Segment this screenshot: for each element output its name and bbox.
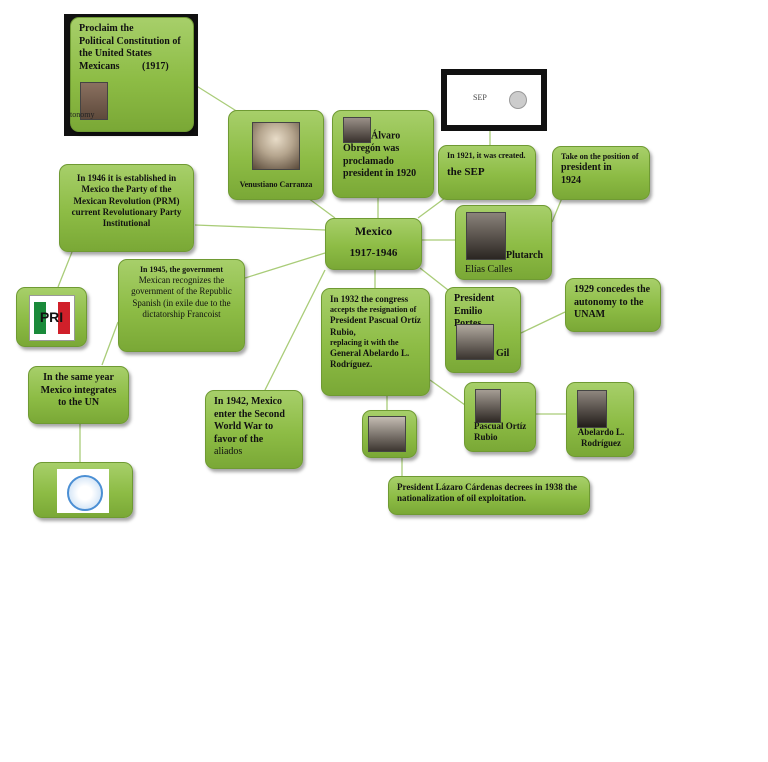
pri-node[interactable]: PRI <box>16 287 87 347</box>
calles-name1: Plutarch <box>506 250 544 261</box>
prm-node[interactable]: In 1946 it is established in Mexico the … <box>59 164 194 252</box>
pri-green-band <box>33 302 46 334</box>
un-globe-icon <box>67 475 103 511</box>
center-years: 1917-1946 <box>349 247 398 259</box>
carranza-portrait <box>252 122 300 170</box>
ortiz-node[interactable]: Pascual Ortíz Rubio <box>464 382 536 452</box>
constitution-year: (1917) <box>142 60 169 72</box>
rubio-line1: In 1932 the congress <box>330 294 409 304</box>
calles-portrait <box>466 212 506 260</box>
prm-text: In 1946 it is established in Mexico the … <box>71 173 182 228</box>
cardenas-photo-node[interactable] <box>362 410 417 458</box>
pri-red-band <box>57 302 70 334</box>
calles-node[interactable]: Plutarch Elías Calles <box>455 205 552 280</box>
portes-portrait <box>456 324 494 360</box>
position-line3: 1924 <box>561 174 581 186</box>
position-line1: Take on the position of <box>561 152 639 161</box>
sep-seal-icon <box>509 91 527 109</box>
cardenas-portrait <box>368 416 406 452</box>
constitution-line2: Political Constitution of <box>79 35 181 47</box>
rubio-line3: President Pascual Ortíz Rubio, <box>330 315 421 337</box>
spain-node[interactable]: In 1945, the government Mexican recogniz… <box>118 259 245 352</box>
un-text: In the same year Mexico integrates to th… <box>40 372 117 408</box>
obregon-portrait <box>343 117 371 143</box>
rubio-line5: General Abelardo L. Rodríguez. <box>330 347 410 369</box>
center-title: Mexico <box>354 224 393 238</box>
abelardo-node[interactable]: Abelardo L. Rodríguez <box>566 382 634 457</box>
abelardo-portrait <box>577 390 607 428</box>
ww2-line2: aliados <box>214 446 243 457</box>
ortiz-name: Pascual Ortíz Rubio <box>474 421 527 443</box>
portes-node[interactable]: President Emilio Portes Gil <box>445 287 521 373</box>
abelardo-name: Abelardo L. Rodríguez <box>577 427 625 449</box>
spain-line1: In 1945, the government <box>139 265 224 274</box>
constitution-line4: Mexicans (1917) <box>79 60 169 72</box>
constitution-line3: the United States <box>79 48 152 59</box>
spain-line2: Mexican recognizes the government of the… <box>131 275 232 319</box>
un-logo-node[interactable] <box>33 462 133 518</box>
portes-line3: Gil <box>496 348 510 359</box>
position-1924-node[interactable]: Take on the position of president in 192… <box>552 146 650 200</box>
obregon-first: Álvaro <box>371 130 401 142</box>
constitution-book-image <box>80 82 108 120</box>
un-logo <box>57 469 109 513</box>
calles-name2: Elías Calles <box>465 264 513 275</box>
sep-line2: the SEP <box>447 166 485 178</box>
ww2-line1: In 1942, Mexico enter the Second World W… <box>214 396 285 445</box>
constitution-line1: Proclaim the <box>79 23 134 34</box>
constitution-overlay-text: tonomy <box>70 110 95 119</box>
rubio-line4: replacing it with the <box>330 337 399 347</box>
un-node[interactable]: In the same year Mexico integrates to th… <box>28 366 129 424</box>
obregon-text: Obregón was proclamado president in 1920 <box>343 143 417 179</box>
unam-node[interactable]: 1929 concedes the autonomy to the UNAM <box>565 278 661 332</box>
sep-logo-box: SEP <box>447 75 541 125</box>
carranza-label: Venustiano Carranza <box>239 180 313 189</box>
pri-letters: PRI <box>39 309 64 325</box>
ortiz-portrait <box>475 389 501 423</box>
pri-logo: PRI <box>28 295 75 341</box>
sep-node[interactable]: In 1921, it was created. the SEP <box>438 145 536 200</box>
rubio-line2: accepts the resignation of <box>330 305 417 315</box>
unam-text: 1929 concedes the autonomy to the UNAM <box>574 284 651 320</box>
sep-logo-text: SEP <box>473 93 487 102</box>
portes-line1: President <box>454 293 495 304</box>
carranza-node[interactable]: Venustiano Carranza <box>228 110 324 200</box>
sep-line1: In 1921, it was created. <box>447 151 526 160</box>
center-node[interactable]: Mexico 1917-1946 <box>325 218 422 270</box>
ww2-node[interactable]: In 1942, Mexico enter the Second World W… <box>205 390 303 469</box>
position-line2: president in <box>561 162 612 173</box>
rubio-resign-node[interactable]: In 1932 the congress accepts the resigna… <box>321 288 430 396</box>
cardenas-text: President Lázaro Cárdenas decrees in 193… <box>397 482 577 504</box>
obregon-node[interactable]: Álvaro Obregón was proclamado president … <box>332 110 434 198</box>
cardenas-node[interactable]: President Lázaro Cárdenas decrees in 193… <box>388 476 590 515</box>
portes-line2: Emilio Portes <box>454 305 483 330</box>
